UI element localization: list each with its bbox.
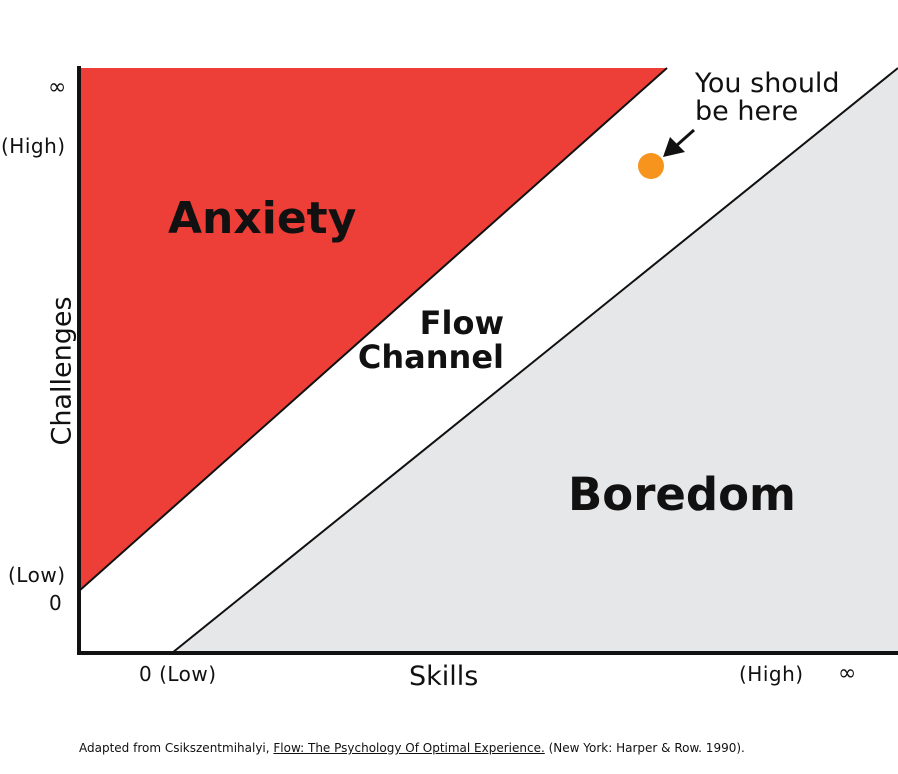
anxiety-label: Anxiety bbox=[168, 193, 357, 244]
x-axis-high-label: (High) bbox=[739, 662, 804, 686]
note-line2: be here bbox=[695, 96, 799, 128]
flow-channel-label-line2: Channel bbox=[357, 337, 504, 376]
flow-channel-label: Flow Channel bbox=[357, 304, 504, 376]
x-axis-low-label: 0 (Low) bbox=[139, 662, 217, 686]
arrow-icon bbox=[663, 128, 695, 157]
x-axis-infinity-label: ∞ bbox=[838, 661, 857, 686]
y-axis-title: Challenges bbox=[46, 296, 78, 446]
flow-channel-lower-boundary bbox=[171, 67, 898, 654]
y-axis-high-label: (High) bbox=[1, 134, 66, 158]
y-axis-infinity-label: ∞ bbox=[48, 75, 67, 100]
y-axis-low-label: (Low) bbox=[8, 563, 66, 587]
citation-prefix: Adapted from Csikszentmihalyi, bbox=[79, 741, 270, 755]
you-are-here-note: You should be here bbox=[695, 68, 840, 128]
you-are-here-marker bbox=[638, 153, 664, 179]
citation-book-title: Flow: The Psychology Of Optimal Experien… bbox=[273, 741, 545, 755]
note-line1: You should bbox=[695, 68, 840, 99]
flow-channel-upper-boundary bbox=[78, 67, 668, 592]
citation: Adapted from Csikszentmihalyi, Flow: The… bbox=[79, 741, 745, 755]
citation-suffix: (New York: Harper & Row. 1990). bbox=[548, 741, 745, 755]
y-axis-zero-label: 0 bbox=[49, 591, 63, 615]
boredom-label: Boredom bbox=[568, 468, 796, 521]
flow-channel-label-line1: Flow bbox=[419, 304, 504, 342]
x-axis-title: Skills bbox=[409, 661, 479, 692]
